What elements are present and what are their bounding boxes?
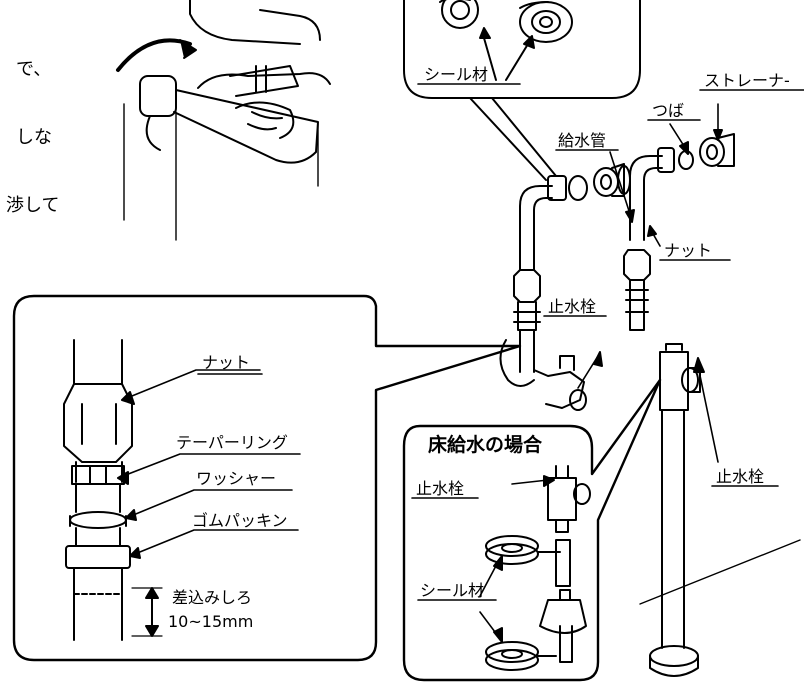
seal-callout-box <box>403 0 641 181</box>
nut-label-right: ナット <box>664 241 713 260</box>
label-underlines <box>197 83 804 601</box>
intro-fragment-2: しな <box>16 127 52 148</box>
strainer-label: ストレーナ- <box>704 71 790 90</box>
insertion-label: 差込みしろ <box>172 588 253 607</box>
rubber-packing-label: ゴムパッキン <box>192 511 288 530</box>
connection-detail-box <box>12 294 522 662</box>
taper-ring-label: テーパーリング <box>176 433 288 452</box>
left-supply-pipe-assembly <box>499 163 631 411</box>
stop-valve-label-right: 止水栓 <box>716 467 765 486</box>
wrench-hand-illustration <box>116 0 331 241</box>
tsuba-label: つば <box>652 101 685 120</box>
floor-stop-valve-label: 止水栓 <box>416 479 465 498</box>
floor-supply-box <box>402 378 662 682</box>
right-supply-pipe-assembly <box>609 103 735 331</box>
detail-nut-label: ナット <box>202 353 251 372</box>
floor-supply-title: 床給水の場合 <box>428 434 543 456</box>
seal-label-top: シール材 <box>424 65 489 84</box>
insertion-range: 10~15mm <box>168 612 254 631</box>
washer-label: ワッシャー <box>196 469 277 488</box>
intro-fragment-3: 渉して <box>6 195 60 216</box>
supply-pipe-label: 給水管 <box>558 131 607 150</box>
floor-stop-valve-pipe <box>639 343 801 677</box>
stop-valve-label-middle: 止水栓 <box>548 297 597 316</box>
intro-fragment-1: で、 <box>16 59 52 80</box>
floor-seal-label: シール材 <box>420 581 485 600</box>
